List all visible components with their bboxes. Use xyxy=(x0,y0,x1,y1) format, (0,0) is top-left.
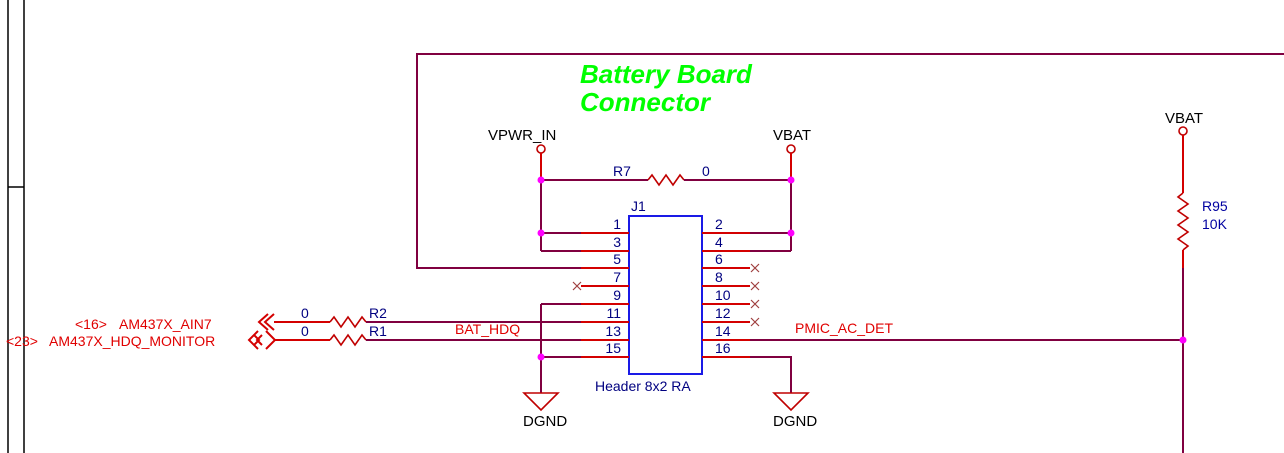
wire-gnd-right xyxy=(750,356,792,393)
no-connect-pin7-icon xyxy=(572,281,582,291)
r95-resistor-icon xyxy=(1176,192,1190,251)
pin-7-number: 7 xyxy=(613,269,621,285)
offpage-hdq-bidir-icon xyxy=(247,330,277,350)
pin-12-number: 12 xyxy=(715,305,731,321)
pin-8-number: 8 xyxy=(715,269,723,285)
junction-dot xyxy=(787,176,795,184)
vbat-left-power-icon xyxy=(786,144,796,154)
r2-value: 0 xyxy=(301,305,309,321)
ground-left-label: DGND xyxy=(523,413,567,430)
pin-9-number: 9 xyxy=(613,287,621,303)
pin-5-number: 5 xyxy=(613,251,621,267)
junction-dot xyxy=(537,229,545,237)
ground-right-icon xyxy=(772,392,810,412)
net-pmic-ac-det: PMIC_AC_DET xyxy=(795,320,893,336)
r7-ref: R7 xyxy=(613,163,631,179)
no-connect-pin10-icon xyxy=(750,299,760,309)
r95-ref: R95 xyxy=(1202,198,1228,214)
no-connect-pin8-icon xyxy=(750,281,760,291)
offpage-hdq-name: AM437X_HDQ_MONITOR xyxy=(49,333,215,349)
pin-14-number: 14 xyxy=(715,323,731,339)
r7-value: 0 xyxy=(702,163,710,179)
ground-right-label: DGND xyxy=(773,413,817,430)
pin-11-number: 11 xyxy=(606,305,621,321)
pin-10-number: 10 xyxy=(715,287,731,303)
junction-dot xyxy=(537,353,545,361)
pin-2-number: 2 xyxy=(715,216,723,232)
pin-16-number: 16 xyxy=(715,340,731,356)
r1-resistor-icon xyxy=(329,333,367,347)
offpage-ain7-ref: <16> xyxy=(75,316,107,332)
pin-3-number: 3 xyxy=(613,234,621,250)
net-bat-hdq: BAT_HDQ xyxy=(455,321,520,337)
vbat-right-power-icon xyxy=(1178,126,1188,136)
no-connect-marks xyxy=(572,263,760,327)
connector-right-pins: 2 4 6 8 10 12 14 16 xyxy=(702,216,750,358)
wire-pin5-loop xyxy=(416,53,1284,269)
connector-part: Header 8x2 RA xyxy=(595,378,691,394)
pin-6-number: 6 xyxy=(715,251,723,267)
r7-resistor-icon xyxy=(647,173,685,187)
title-line1: Battery Board xyxy=(580,59,753,89)
offpage-hdq-ref: <23> xyxy=(6,333,38,349)
pin-15-number: 15 xyxy=(605,340,621,356)
vpwr-in-label: VPWR_IN xyxy=(488,127,556,144)
pin-1-number: 1 xyxy=(613,216,621,232)
no-connect-pin6-icon xyxy=(750,263,760,273)
junction-dots xyxy=(537,176,1187,361)
junction-dot xyxy=(1179,336,1187,344)
junction-dot xyxy=(537,176,545,184)
offpage-ain7-input-icon xyxy=(257,313,275,331)
vbat-right-label: VBAT xyxy=(1165,110,1203,127)
r1-value: 0 xyxy=(301,323,309,339)
vbat-left-label: VBAT xyxy=(773,127,811,144)
r2-ref: R2 xyxy=(369,305,387,321)
offpage-ain7-name: AM437X_AIN7 xyxy=(119,316,212,332)
no-connect-pin12-icon xyxy=(750,317,760,327)
connector-left-pins: 1 3 5 7 9 11 13 15 xyxy=(581,216,629,358)
pin-13-number: 13 xyxy=(605,323,621,339)
connector-ref: J1 xyxy=(631,198,646,214)
r1-ref: R1 xyxy=(369,323,387,339)
pin-4-number: 4 xyxy=(715,234,723,250)
ground-left-icon xyxy=(522,392,560,412)
junction-dot xyxy=(787,229,795,237)
connector-j1-body xyxy=(628,215,703,375)
r95-value: 10K xyxy=(1202,216,1228,232)
vpwr-in-power-icon xyxy=(536,144,546,154)
title-line2: Connector xyxy=(580,87,712,117)
r2-resistor-icon xyxy=(329,315,367,329)
